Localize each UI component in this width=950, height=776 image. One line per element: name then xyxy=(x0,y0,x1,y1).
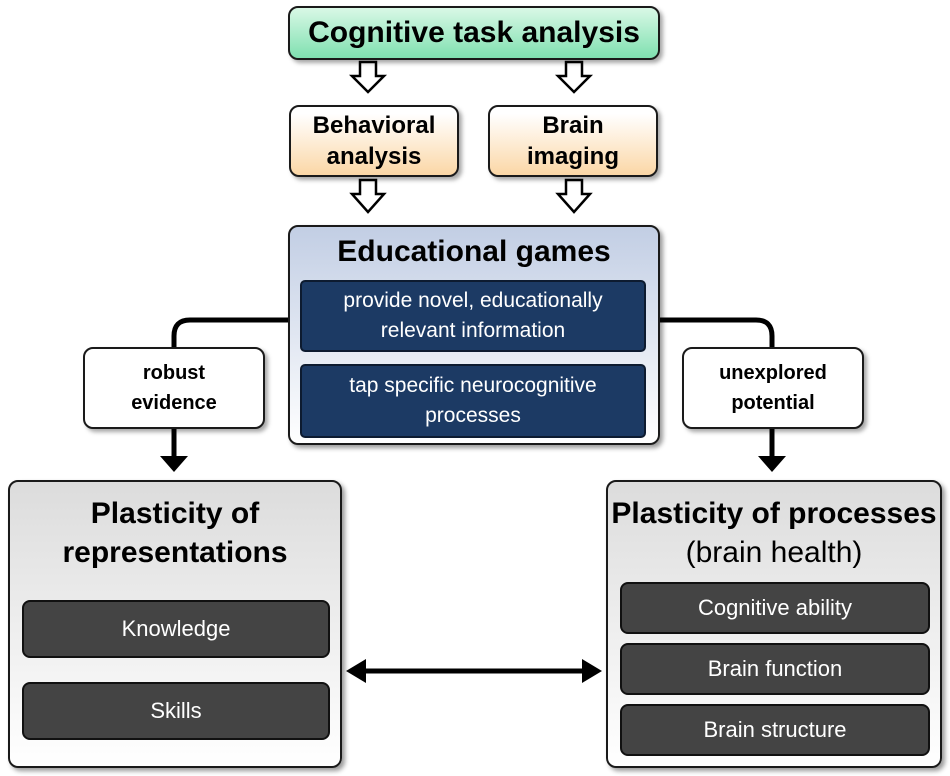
right-connector-line xyxy=(660,317,775,347)
cognitive-ability-item: Cognitive ability xyxy=(620,582,930,634)
panel-title-line: representations xyxy=(62,536,288,569)
box-label: Cognitive task analysis xyxy=(308,16,640,49)
left-connector-line xyxy=(171,317,288,347)
arrow-head-icon xyxy=(160,456,188,472)
arrow-head-icon xyxy=(346,659,366,683)
unexplored-potential-label: unexplored potential xyxy=(682,347,864,429)
brain-structure-item: Brain structure xyxy=(620,704,930,756)
behavioral-analysis-box: Behavioral analysis xyxy=(289,105,459,177)
box-label-line: imaging xyxy=(526,143,619,170)
item-line: provide novel, educationally xyxy=(343,288,603,312)
skills-item: Skills xyxy=(22,682,330,740)
robust-evidence-label: robust evidence xyxy=(83,347,265,429)
panel-title: Plasticity of processes (brain health) xyxy=(608,494,940,572)
hollow-arrow-icon xyxy=(555,178,593,214)
item-line: tap specific neurocognitive xyxy=(349,373,597,397)
label-line: unexplored xyxy=(719,362,827,384)
box-label-line: analysis xyxy=(326,143,422,170)
hollow-arrow-icon xyxy=(349,178,387,214)
box-label-line: Behavioral xyxy=(312,111,436,139)
cognitive-task-analysis-box: Cognitive task analysis xyxy=(288,6,660,60)
plasticity-of-processes-panel: Plasticity of processes (brain health) C… xyxy=(606,480,942,768)
educational-games-title: Educational games xyxy=(337,235,611,268)
educational-games-box: Educational games provide novel, educati… xyxy=(288,225,660,445)
brain-imaging-box: Brain imaging xyxy=(488,105,658,177)
panel-title-line: Plasticity of xyxy=(90,497,260,530)
plasticity-of-representations-panel: Plasticity of representations Knowledge … xyxy=(8,480,342,768)
label-line: evidence xyxy=(131,392,217,414)
arrow-head-icon xyxy=(582,659,602,683)
item-line: processes xyxy=(425,404,521,427)
panel-title: Plasticity of representations xyxy=(10,494,340,572)
hollow-arrow-icon xyxy=(348,60,388,94)
knowledge-item: Knowledge xyxy=(22,600,330,658)
label-line: potential xyxy=(731,392,815,414)
panel-title-line: Plasticity of processes xyxy=(611,497,937,530)
brain-function-item: Brain function xyxy=(620,643,930,695)
hollow-arrow-icon xyxy=(554,60,594,94)
educational-games-item: tap specific neurocognitive processes xyxy=(300,364,646,438)
item-line: relevant information xyxy=(380,319,566,342)
label-line: robust xyxy=(142,362,206,384)
box-label-line: Brain xyxy=(542,111,604,139)
educational-games-item: provide novel, educationally relevant in… xyxy=(300,280,646,352)
panel-subtitle: (brain health) xyxy=(685,536,863,569)
arrow-head-icon xyxy=(758,456,786,472)
